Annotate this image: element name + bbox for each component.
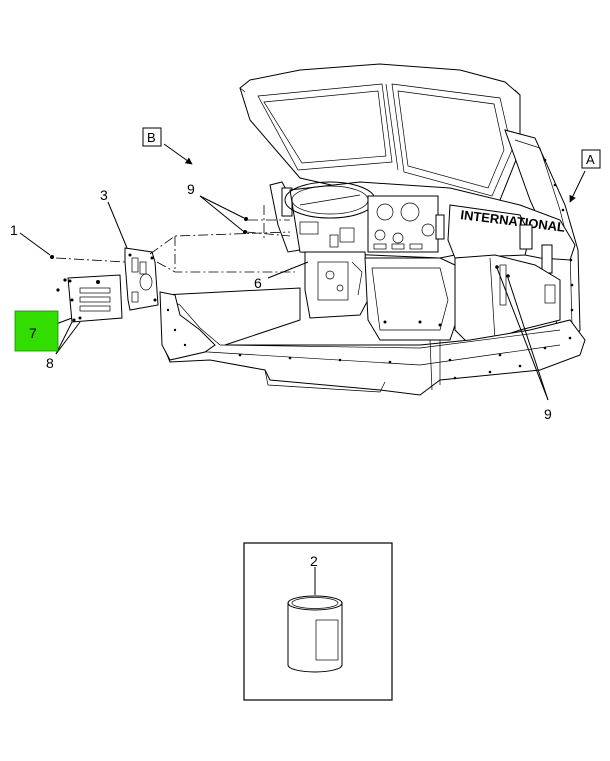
left-side-wall [159, 291, 216, 361]
cab-assembly: INTERNATIONAL [159, 63, 586, 396]
cab-floor [162, 287, 586, 396]
callout-9-right[interactable]: 9 [544, 406, 552, 422]
lower-console [304, 251, 369, 319]
callout-7[interactable]: 7 [29, 325, 37, 341]
callout-2[interactable]: 2 [310, 553, 318, 569]
fasteners [50, 217, 510, 292]
center-panel [364, 257, 461, 341]
bracket-part-3 [124, 247, 159, 311]
view-label-a[interactable]: A [581, 149, 601, 169]
callout-3[interactable]: 3 [100, 187, 108, 203]
paint-can-part-2 [243, 542, 393, 701]
windshield-frame [239, 63, 521, 216]
highlight-box-part-7[interactable] [14, 310, 59, 352]
right-console [454, 254, 561, 346]
callout-1[interactable]: 1 [10, 222, 18, 238]
callout-labels: 1 3 9 6 7 8 9 2 [10, 181, 552, 569]
view-label-a-text: A [586, 152, 595, 167]
paint-can-frame [243, 542, 393, 701]
callout-8[interactable]: 8 [46, 355, 54, 371]
callout-6[interactable]: 6 [254, 275, 262, 291]
plate-part [67, 274, 123, 323]
phantom-lines [55, 205, 295, 273]
view-label-b[interactable]: B [142, 127, 162, 147]
callout-9-top[interactable]: 9 [187, 181, 195, 197]
instrument-panel: INTERNATIONAL [284, 181, 576, 274]
view-label-b-text: B [147, 130, 156, 145]
